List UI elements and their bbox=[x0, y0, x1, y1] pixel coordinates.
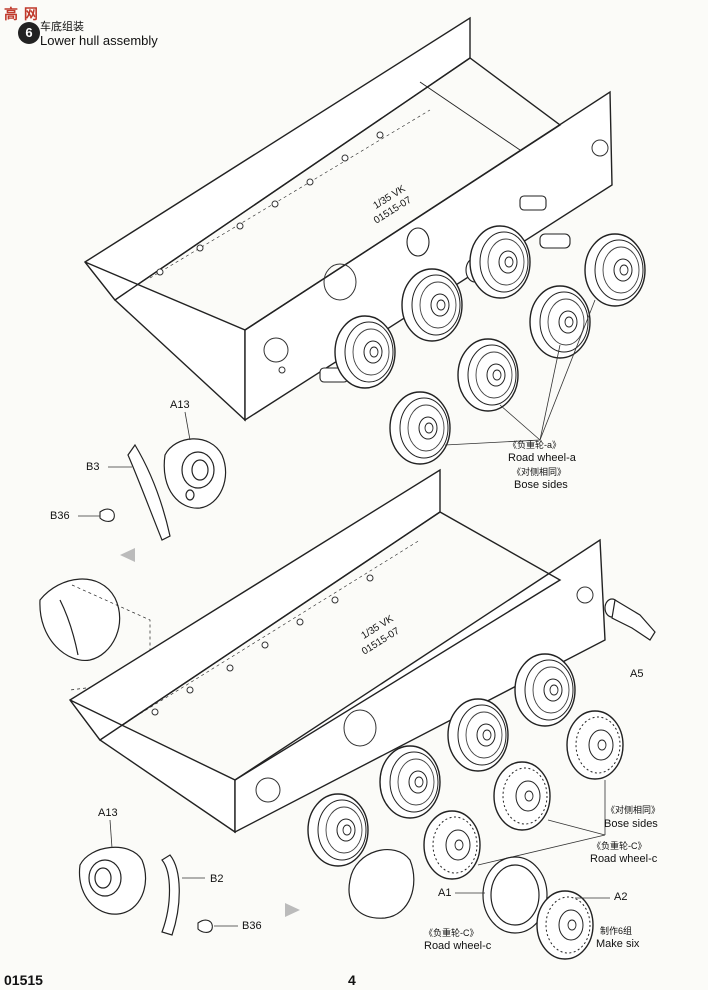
bolt-b36-top bbox=[99, 508, 115, 522]
plate-b2 bbox=[161, 854, 180, 936]
product-code: 01515 bbox=[4, 972, 43, 988]
note-road-wheel-c-bottom-cn: 《负重轮-C》 bbox=[424, 928, 479, 938]
direction-arrow-bottom bbox=[285, 903, 300, 917]
direction-arrow-top bbox=[120, 548, 135, 562]
leader-lines-a1-a2 bbox=[455, 892, 610, 899]
tyre-a1 bbox=[482, 856, 548, 934]
part-label-a5: A5 bbox=[630, 668, 644, 680]
note-road-wheel-c-right-en: Road wheel-c bbox=[590, 853, 658, 865]
page-number: 4 bbox=[348, 972, 356, 988]
wheel-disc-a2 bbox=[536, 890, 594, 960]
part-label-b36-top: B36 bbox=[50, 510, 70, 522]
note-both-sides-bottom-cn: 《对侧相同》 bbox=[606, 805, 661, 815]
step-number-badge: 6 bbox=[18, 22, 40, 44]
idler-arm-a5 bbox=[604, 598, 656, 641]
part-label-b3: B3 bbox=[86, 461, 100, 473]
hub-cover bbox=[348, 849, 415, 919]
part-label-b2: B2 bbox=[210, 873, 224, 885]
note-road-wheel-c-bottom-en: Road wheel-c bbox=[424, 940, 492, 952]
hull-rivets-bottom bbox=[151, 574, 594, 803]
bolt-b36-bottom bbox=[197, 919, 213, 933]
watermark-logo: 高 网 bbox=[4, 6, 39, 22]
hub-a13-top bbox=[163, 438, 227, 509]
note-road-wheel-a-cn: 《负重轮-a》 bbox=[508, 440, 562, 450]
leader-lines-road-wheel-a bbox=[444, 299, 596, 446]
part-label-a13-top: A13 bbox=[170, 399, 190, 411]
lower-hull-bottom bbox=[68, 468, 606, 834]
leader-lines-road-wheel-c bbox=[477, 780, 606, 866]
plate-b3 bbox=[127, 443, 171, 541]
note-both-sides-top-cn: 《对侧相同》 bbox=[512, 467, 567, 477]
part-label-a1: A1 bbox=[438, 887, 452, 899]
note-make-six-en: Make six bbox=[596, 938, 640, 950]
note-both-sides-top-en: Bose sides bbox=[514, 479, 568, 491]
note-road-wheel-a-en: Road wheel-a bbox=[508, 452, 576, 464]
hull-rivets-top bbox=[156, 131, 609, 374]
step-title-en: Lower hull assembly bbox=[40, 33, 158, 48]
part-label-b36-bottom: B36 bbox=[242, 920, 262, 932]
note-both-sides-bottom-en: Bose sides bbox=[604, 818, 658, 830]
leader-lines-bottom-parts bbox=[109, 819, 238, 927]
note-road-wheel-c-right-cn: 《负重轮-C》 bbox=[592, 841, 647, 851]
subassembly-preview bbox=[39, 578, 151, 691]
part-label-a2: A2 bbox=[614, 891, 628, 903]
note-make-six-cn: 制作6组 bbox=[600, 926, 633, 936]
step-title-cn: 车底组装 bbox=[40, 21, 84, 33]
hub-a13-bottom bbox=[78, 846, 147, 915]
leader-lines-top-parts bbox=[78, 411, 191, 517]
part-label-a13-bottom: A13 bbox=[98, 807, 118, 819]
